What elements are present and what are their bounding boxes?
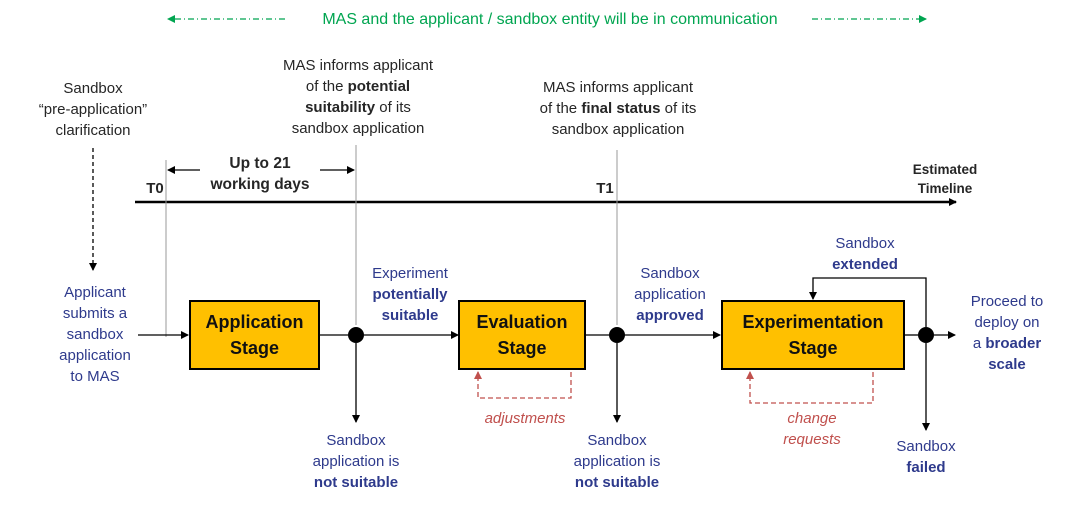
communication-note: MAS and the applicant / sandbox entity w… <box>322 11 778 28</box>
estimated-timeline-label: Estimated Timeline <box>912 162 978 196</box>
not-suitable-label-2: Sandbox application is not suitable <box>573 432 661 491</box>
t1-label: T1 <box>596 180 614 197</box>
pre-application-label: Sandbox “pre-application” clarification <box>38 80 148 139</box>
change-requests-label: change requests <box>783 410 841 448</box>
informs-potential-label: MAS informs applicant of the potential s… <box>282 57 434 137</box>
duration-label: Up to 21 working days <box>210 155 310 193</box>
evaluation-stage-box: Evaluation Stage <box>458 300 586 370</box>
not-suitable-label-1: Sandbox application is not suitable <box>312 432 400 491</box>
application-stage-box: Application Stage <box>189 300 320 370</box>
change-requests-loop <box>746 371 874 404</box>
adjustments-label: adjustments <box>484 410 566 427</box>
decision-node-3 <box>918 327 934 343</box>
experimentation-stage-box: Experimentation Stage <box>721 300 905 370</box>
proceed-deploy-label: Proceed to deploy on a broader scale <box>970 293 1044 373</box>
adjustments-loop <box>474 371 572 399</box>
sandbox-approved-label: Sandbox application approved <box>634 265 706 324</box>
applicant-submits-label: Applicant submits a sandbox application … <box>59 284 131 385</box>
informs-final-label: MAS informs applicant of the final statu… <box>539 79 697 138</box>
experiment-potentially-suitable-label: Experiment potentially suitable <box>372 265 448 324</box>
decision-node-1 <box>348 327 364 343</box>
decision-node-2 <box>609 327 625 343</box>
t0-label: T0 <box>146 180 164 197</box>
sandbox-failed-label: Sandbox failed <box>896 438 956 476</box>
sandbox-extended-label: Sandbox extended <box>832 235 898 273</box>
extension-loop-arrow <box>809 277 927 327</box>
